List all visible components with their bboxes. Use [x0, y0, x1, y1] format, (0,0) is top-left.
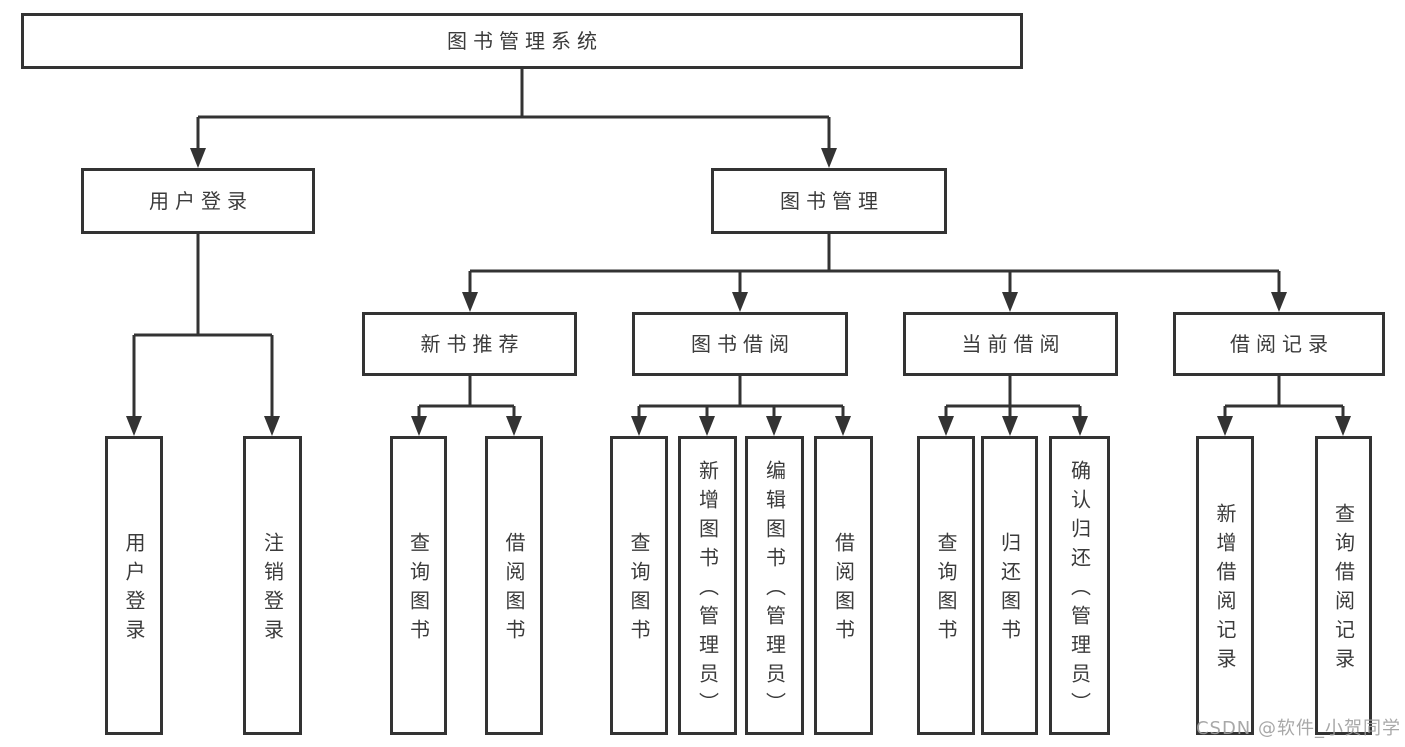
leaf-borrowing-add-books-admin-label: 新增图书（管理员） — [695, 459, 720, 721]
node-current-borrowing-label: 当前借阅 — [961, 332, 1066, 356]
leaf-user-login-label: 用户登录 — [122, 532, 146, 648]
csdn-watermark: CSDN @软件_小贺同学 — [1195, 718, 1401, 739]
leaf-current-confirm-return-admin-label: 确认归还（管理员） — [1067, 459, 1092, 721]
leaf-records-add-record-label: 新增借阅记录 — [1213, 503, 1237, 677]
leaf-records-query-record: 查询借阅记录 — [1315, 436, 1372, 735]
leaf-borrowing-edit-books-admin: 编辑图书（管理员） — [745, 436, 804, 735]
node-book-borrowing: 图书借阅 — [632, 312, 848, 376]
arrow-down-icons — [126, 148, 1351, 436]
leaf-current-return-books: 归还图书 — [981, 436, 1038, 735]
leaf-borrowing-query-books: 查询图书 — [610, 436, 668, 735]
node-user-login: 用户登录 — [81, 168, 315, 234]
leaf-newbook-borrow-books: 借阅图书 — [485, 436, 543, 735]
leaf-current-query-books: 查询图书 — [917, 436, 975, 735]
leaf-current-return-books-label: 归还图书 — [997, 532, 1022, 648]
leaf-newbook-query-books-label: 查询图书 — [406, 532, 431, 648]
node-root-system: 图书管理系统 — [21, 13, 1023, 69]
leaf-borrowing-borrow-books-label: 借阅图书 — [831, 532, 856, 648]
leaf-newbook-query-books: 查询图书 — [390, 436, 447, 735]
connector-lines — [132, 69, 1345, 417]
node-root-label: 图书管理系统 — [447, 29, 603, 53]
leaf-records-query-record-label: 查询借阅记录 — [1331, 503, 1356, 677]
node-user-login-label: 用户登录 — [149, 189, 253, 213]
leaf-current-confirm-return-admin: 确认归还（管理员） — [1049, 436, 1110, 735]
node-book-management-label: 图书管理 — [780, 189, 884, 213]
node-borrow-records: 借阅记录 — [1173, 312, 1385, 376]
leaf-borrowing-query-books-label: 查询图书 — [627, 532, 651, 648]
leaf-newbook-borrow-books-label: 借阅图书 — [502, 532, 526, 648]
leaf-logout-label: 注销登录 — [260, 532, 285, 648]
leaf-borrowing-borrow-books: 借阅图书 — [814, 436, 873, 735]
leaf-logout: 注销登录 — [243, 436, 302, 735]
leaf-current-query-books-label: 查询图书 — [934, 532, 958, 648]
leaf-borrowing-edit-books-admin-label: 编辑图书（管理员） — [762, 459, 787, 721]
node-new-book-recommend: 新书推荐 — [362, 312, 577, 376]
leaf-user-login: 用户登录 — [105, 436, 163, 735]
leaf-records-add-record: 新增借阅记录 — [1196, 436, 1254, 735]
node-book-management: 图书管理 — [711, 168, 947, 234]
node-current-borrowing: 当前借阅 — [903, 312, 1118, 376]
node-borrow-records-label: 借阅记录 — [1230, 332, 1334, 356]
node-book-borrowing-label: 图书借阅 — [691, 332, 795, 356]
leaf-borrowing-add-books-admin: 新增图书（管理员） — [678, 436, 737, 735]
node-new-book-recommend-label: 新书推荐 — [420, 332, 525, 356]
